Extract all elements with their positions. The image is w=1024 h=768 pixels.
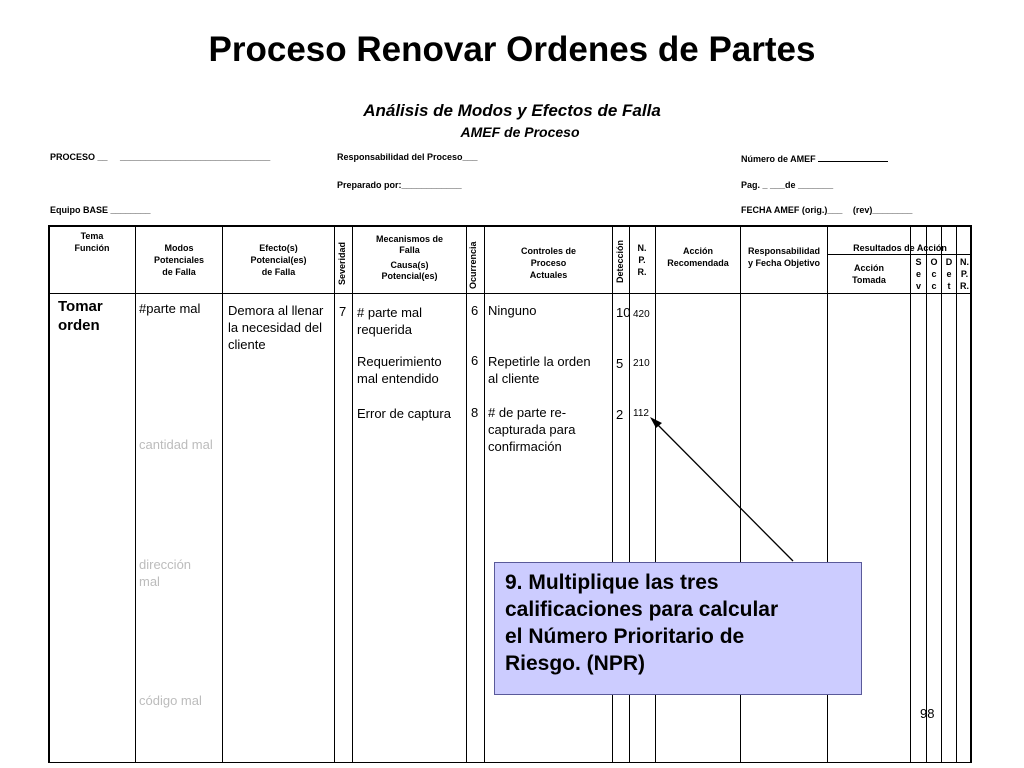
control-cell: Ninguno — [488, 303, 537, 318]
funcion-cell: Tomar orden — [58, 298, 103, 334]
amef-table — [48, 225, 972, 763]
header-deteccion: Detección — [615, 239, 625, 283]
modo-cell: cantidad mal — [139, 437, 213, 452]
page-title: Proceso Renovar Ordenes de Partes — [208, 30, 816, 69]
numero-amef-label: Número de AMEF — [741, 154, 816, 164]
header-tema-funcion: Tema Función — [74, 231, 110, 253]
column-divider — [222, 225, 223, 763]
ocurrencia-cell: 6 — [471, 303, 479, 318]
proceso-field: PROCESO __ _____________________________… — [50, 152, 270, 162]
column-divider — [956, 225, 957, 763]
modo-cell: #parte mal — [139, 301, 201, 316]
preparado-field: Preparado por:____________ — [337, 180, 462, 190]
header-divider — [48, 293, 972, 294]
ocurrencia-cell: 8 — [471, 405, 479, 420]
column-divider — [484, 225, 485, 763]
responsabilidad-field: Responsabilidad del Proceso___ — [337, 152, 478, 162]
header-responsabilidad: Responsabilidad y Fecha Objetivo — [747, 246, 821, 268]
column-divider — [135, 225, 136, 763]
deteccion-cell: 10 — [616, 305, 631, 320]
instruction-callout: 9. Multiplique las tres calificaciones p… — [494, 562, 862, 695]
modo-cell: código mal — [139, 693, 202, 708]
header-causas: Mecanismos de Falla Causa(s) Potencial(e… — [375, 234, 444, 281]
pagina-field: Pag. _ ___de _______ — [741, 180, 834, 190]
control-cell: # de parte re- capturada para confirmaci… — [488, 405, 576, 454]
deteccion-cell: 5 — [616, 356, 624, 371]
proceso-label: PROCESO __ — [50, 152, 108, 162]
header-ocurrencia: Ocurrencia — [468, 241, 478, 289]
deteccion-cell: 2 — [616, 407, 624, 422]
numero-amef-field: Número de AMEF — [741, 152, 889, 164]
header-npr: N. P. R. — [637, 243, 647, 277]
header-modos: Modos Potenciales de Falla — [153, 243, 205, 277]
form-subtitle: Análisis de Modos y Efectos de Falla — [363, 101, 661, 120]
results-divider — [827, 254, 972, 255]
header-efectos: Efecto(s) Potencial(es) de Falla — [250, 243, 307, 277]
rev-label: (rev)________ — [852, 205, 913, 215]
header-sev: S e v — [915, 257, 922, 291]
proceso-line: ______________________________ — [120, 152, 271, 162]
npr-cell: 420 — [633, 309, 650, 320]
modo-cell: dirección mal — [139, 557, 192, 589]
npr-cell: 112 — [633, 408, 649, 419]
header-controles: Controles de Proceso Actuales — [520, 246, 576, 280]
header-accion-recomendada: Acción Recomendada — [667, 246, 729, 268]
column-divider — [352, 225, 353, 763]
column-divider — [629, 225, 630, 763]
header-resultados: Resultados de Acción — [853, 243, 947, 253]
page-number: 98 — [920, 706, 935, 721]
column-divider — [612, 225, 613, 763]
column-divider — [334, 225, 335, 763]
column-divider — [827, 225, 828, 763]
column-divider — [941, 225, 942, 763]
fecha-field: FECHA AMEF (orig.)___ (rev)________ — [741, 205, 912, 215]
npr-cell: 210 — [633, 358, 650, 369]
ocurrencia-cell: 6 — [471, 353, 479, 368]
column-divider — [926, 225, 927, 763]
fecha-label: FECHA AMEF (orig.)___ — [741, 205, 843, 215]
equipo-field: Equipo BASE ________ — [50, 205, 151, 215]
efecto-cell: Demora al llenar la necesidad del client… — [228, 303, 324, 352]
form-type: AMEF de Proceso — [460, 124, 580, 140]
column-divider — [910, 225, 911, 763]
header-occ: O c c — [930, 257, 938, 291]
causa-cell: Requerimiento mal entendido — [357, 354, 442, 386]
severidad-cell: 7 — [339, 304, 347, 319]
numero-amef-line — [818, 152, 889, 162]
column-divider — [466, 225, 467, 763]
header-det: D e t — [945, 257, 953, 291]
header-npr-result: N. P. R. — [960, 257, 969, 291]
causa-cell: # parte mal requerida — [357, 305, 423, 337]
header-accion-tomada: Acción Tomada — [852, 263, 886, 285]
causa-cell: Error de captura — [357, 406, 451, 421]
header-severidad: Severidad — [337, 241, 347, 285]
control-cell: Repetirle la orden al cliente — [488, 354, 591, 386]
